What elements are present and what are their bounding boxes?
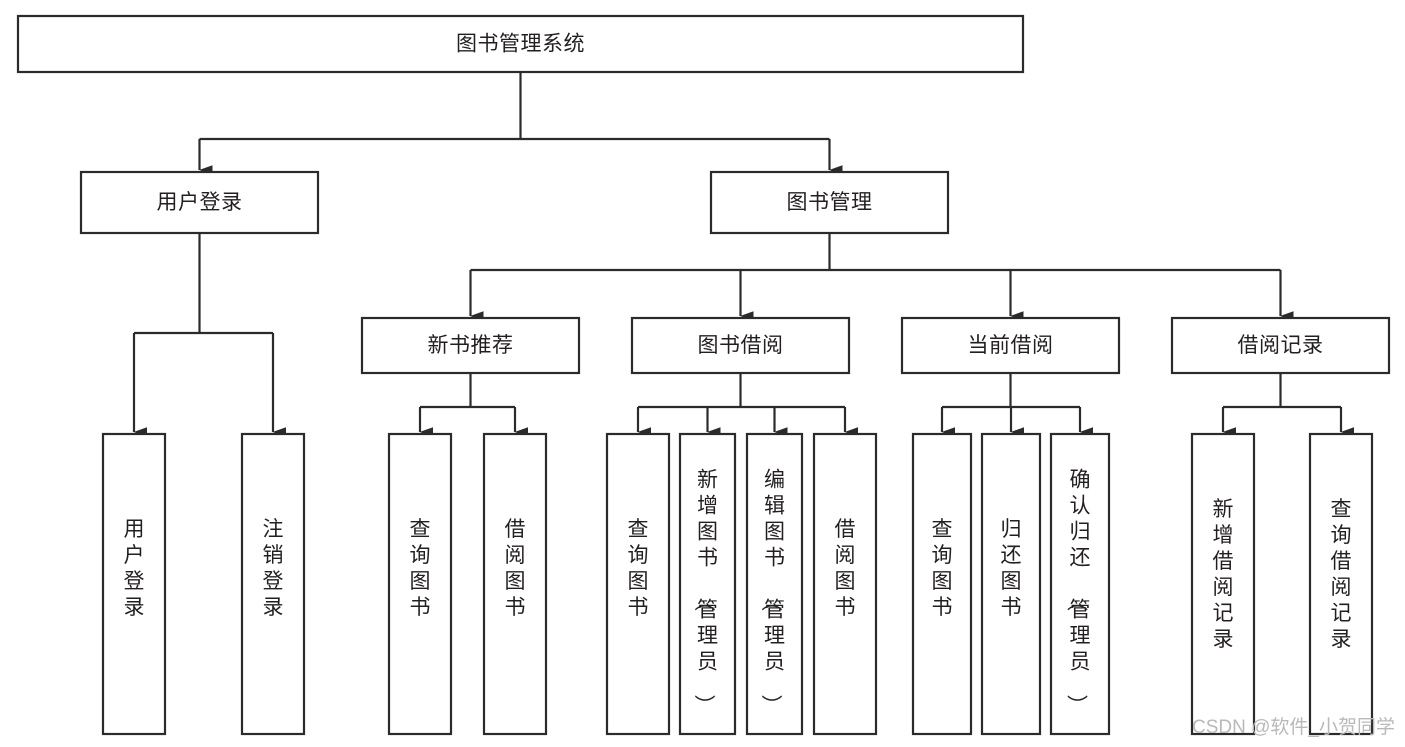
node-leaf-query-record[interactable]: 查询借阅记录 bbox=[1308, 432, 1374, 736]
node-borrow-record[interactable]: 借阅记录 bbox=[1170, 316, 1391, 375]
node-label-leaf-confirm-return: 确认归还（管理员） bbox=[1065, 468, 1091, 715]
node-box-leaf-borrow-book-1[interactable] bbox=[482, 432, 548, 736]
node-label-leaf-user-login: 用户登录 bbox=[124, 518, 145, 619]
node-label-borrow-record: 借阅记录 bbox=[1238, 334, 1324, 357]
node-label-leaf-add-record: 新增借阅记录 bbox=[1213, 498, 1234, 651]
node-label-leaf-borrow-book-1: 借阅图书 bbox=[505, 518, 526, 619]
node-box-current-borrow[interactable] bbox=[900, 316, 1121, 375]
node-box-book-manage[interactable] bbox=[709, 170, 950, 235]
node-leaf-query-book-1[interactable]: 查询图书 bbox=[387, 432, 453, 736]
node-leaf-user-login[interactable]: 用户登录 bbox=[101, 432, 167, 736]
node-leaf-borrow-book-2[interactable]: 借阅图书 bbox=[812, 432, 878, 736]
node-book-manage[interactable]: 图书管理 bbox=[709, 170, 950, 235]
node-root[interactable]: 图书管理系统 bbox=[16, 14, 1025, 74]
watermark-text: CSDN @软件_小贺同学 bbox=[1192, 716, 1395, 738]
node-leaf-add-book[interactable]: 新增图书（管理员） bbox=[678, 432, 737, 736]
node-label-leaf-return-book: 归还图书 bbox=[1001, 518, 1022, 619]
node-box-leaf-edit-book[interactable] bbox=[745, 432, 804, 736]
node-leaf-borrow-book-1[interactable]: 借阅图书 bbox=[482, 432, 548, 736]
node-box-leaf-query-book-2[interactable] bbox=[605, 432, 671, 736]
node-label-leaf-query-record: 查询借阅记录 bbox=[1331, 498, 1352, 651]
node-box-leaf-user-login[interactable] bbox=[101, 432, 167, 736]
node-label-user-login: 用户登录 bbox=[157, 191, 243, 214]
node-box-new-book-recommend[interactable] bbox=[360, 316, 581, 375]
node-new-book-recommend[interactable]: 新书推荐 bbox=[360, 316, 581, 375]
node-label-leaf-logout: 注销登录 bbox=[263, 518, 284, 619]
node-box-leaf-borrow-book-2[interactable] bbox=[812, 432, 878, 736]
node-box-leaf-return-book[interactable] bbox=[980, 432, 1042, 736]
node-box-leaf-query-book-3[interactable] bbox=[911, 432, 973, 736]
node-book-borrow[interactable]: 图书借阅 bbox=[630, 316, 851, 375]
node-leaf-confirm-return[interactable]: 确认归还（管理员） bbox=[1049, 432, 1111, 736]
node-leaf-return-book[interactable]: 归还图书 bbox=[980, 432, 1042, 736]
node-box-leaf-logout[interactable] bbox=[240, 432, 306, 736]
node-box-borrow-record[interactable] bbox=[1170, 316, 1391, 375]
connector-layer bbox=[132, 72, 1355, 437]
node-box-leaf-query-record[interactable] bbox=[1308, 432, 1374, 736]
node-label-root: 图书管理系统 bbox=[456, 33, 585, 56]
node-box-leaf-add-book[interactable] bbox=[678, 432, 737, 736]
node-box-root[interactable] bbox=[16, 14, 1025, 74]
node-box-book-borrow[interactable] bbox=[630, 316, 851, 375]
node-label-current-borrow: 当前借阅 bbox=[968, 334, 1054, 357]
node-label-leaf-borrow-book-2: 借阅图书 bbox=[835, 518, 856, 619]
node-leaf-query-book-3[interactable]: 查询图书 bbox=[911, 432, 973, 736]
node-layer: 图书管理系统用户登录图书管理新书推荐图书借阅当前借阅借阅记录用户登录注销登录查询… bbox=[16, 14, 1391, 736]
node-box-leaf-confirm-return[interactable] bbox=[1049, 432, 1111, 736]
node-leaf-logout[interactable]: 注销登录 bbox=[240, 432, 306, 736]
node-label-new-book-recommend: 新书推荐 bbox=[428, 334, 514, 357]
node-box-user-login[interactable] bbox=[79, 170, 320, 235]
node-leaf-add-record[interactable]: 新增借阅记录 bbox=[1190, 432, 1256, 736]
node-leaf-query-book-2[interactable]: 查询图书 bbox=[605, 432, 671, 736]
node-user-login[interactable]: 用户登录 bbox=[79, 170, 320, 235]
node-leaf-edit-book[interactable]: 编辑图书（管理员） bbox=[745, 432, 804, 736]
node-label-leaf-add-book: 新增图书（管理员） bbox=[692, 468, 718, 715]
node-box-leaf-add-record[interactable] bbox=[1190, 432, 1256, 736]
node-current-borrow[interactable]: 当前借阅 bbox=[900, 316, 1121, 375]
node-label-leaf-query-book-2: 查询图书 bbox=[628, 518, 649, 619]
node-label-leaf-query-book-1: 查询图书 bbox=[410, 518, 431, 619]
node-box-leaf-query-book-1[interactable] bbox=[387, 432, 453, 736]
node-label-leaf-edit-book: 编辑图书（管理员） bbox=[759, 468, 785, 715]
node-label-book-manage: 图书管理 bbox=[787, 191, 873, 214]
node-label-book-borrow: 图书借阅 bbox=[698, 334, 784, 357]
node-label-leaf-query-book-3: 查询图书 bbox=[932, 518, 953, 619]
